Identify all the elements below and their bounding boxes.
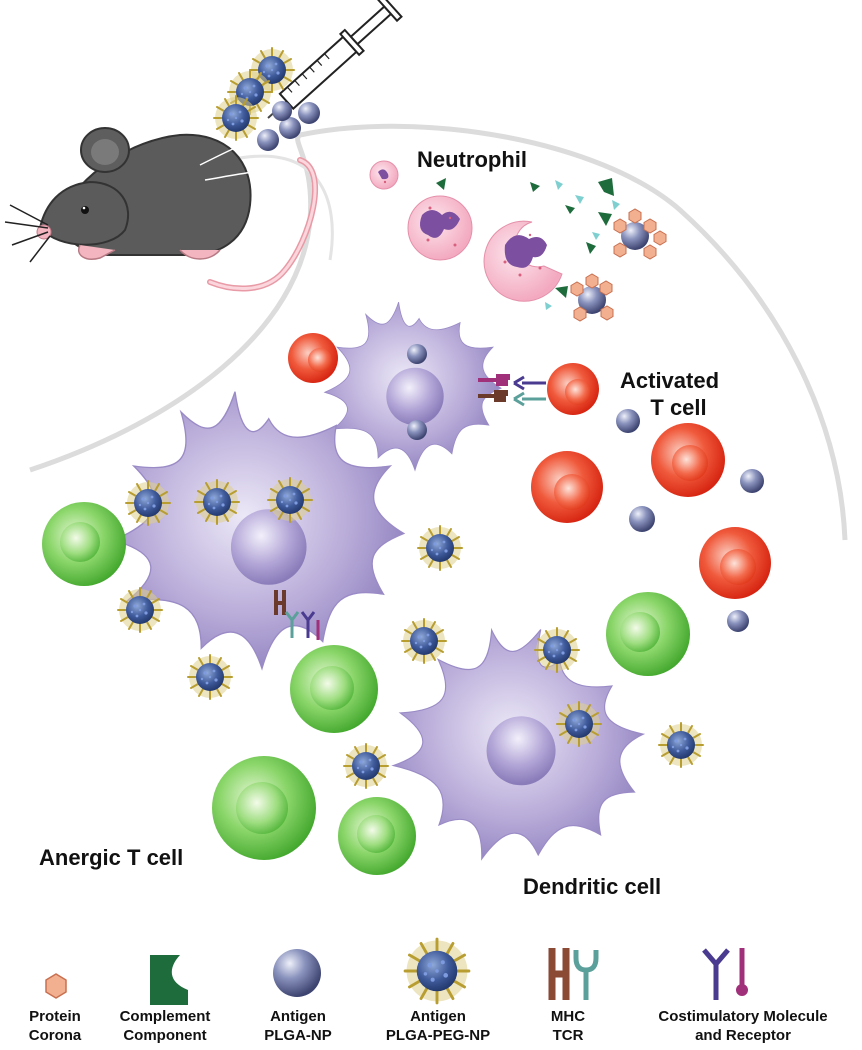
legend-label: Component	[123, 1027, 207, 1044]
dendritic-cell-left	[112, 391, 405, 670]
anergic-t-cells	[42, 502, 690, 875]
protein-corona-icon	[45, 973, 67, 999]
complement-component-icon	[150, 955, 188, 1005]
legend-label: PLGA-PEG-NP	[385, 1027, 491, 1044]
legend-label: Protein	[29, 1008, 81, 1025]
activated-t-cell-line2: T cell	[650, 395, 707, 420]
corona-nanoparticles	[570, 208, 667, 322]
legend-label: Antigen	[270, 1008, 326, 1025]
dendritic-cell-lower	[362, 593, 677, 901]
mhc-tcr-synapse-lower	[274, 590, 320, 640]
legend-label: PLGA-NP	[264, 1027, 332, 1044]
legend-label: Antigen	[410, 1008, 466, 1025]
legend-label: Costimulatory Molecule	[658, 1008, 828, 1025]
legend-label: MHC	[550, 1008, 586, 1025]
dendritic-cell-label: Dendritic cell	[523, 874, 662, 899]
legend-label: Corona	[28, 1027, 82, 1044]
legend-label: Complement	[119, 1008, 211, 1025]
antigen-plga-peg-np-icon	[403, 937, 471, 1005]
activated-t-cell-line1: Activated	[620, 368, 720, 393]
legend-icons	[45, 937, 748, 1005]
legend-label: and Receptor	[695, 1027, 791, 1044]
syringe-nanoparticles	[213, 47, 320, 151]
antigen-plga-np-icon	[273, 949, 321, 997]
activated-t-cells	[288, 333, 771, 599]
syringe-icon	[267, 0, 403, 119]
costimulatory-icon	[702, 948, 748, 1000]
mhc-tcr-icon	[548, 948, 599, 1000]
neutrophil-cells	[369, 160, 563, 302]
mhc-tcr-synapse-upper	[478, 374, 546, 407]
anergic-t-cell-label: Anergic T cell	[39, 845, 184, 870]
legend-label: TCR	[552, 1027, 584, 1044]
neutrophil-label: Neutrophil	[417, 147, 527, 172]
legend-mhc-tcr: MHC TCR	[538, 1007, 598, 1045]
mouse-icon	[4, 127, 318, 292]
free-plga-nps	[616, 409, 764, 632]
complement-fragments	[436, 178, 614, 298]
background-swoosh	[29, 123, 848, 541]
activated-t-cell-label: Activated T cell	[620, 367, 719, 421]
legend-costimulatory: Costimulatory Molecule and Receptor	[628, 1007, 858, 1045]
dendritic-cell-upper	[324, 301, 502, 471]
